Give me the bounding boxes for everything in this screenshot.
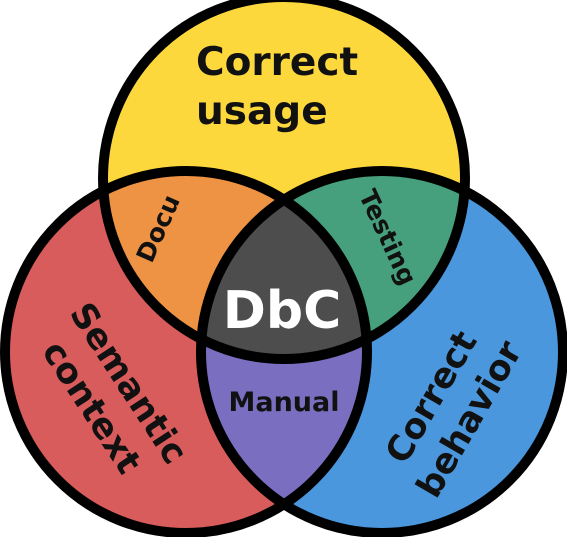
center-label: DbC (223, 281, 342, 341)
overlap-all-region (201, 171, 367, 359)
set-right-outline (196, 166, 567, 537)
overlap-left-right-label: Manual (228, 387, 339, 418)
set-top-label-line1: Correct (196, 40, 358, 85)
set-left-outline (0, 166, 372, 537)
set-top-label-line2: usage (196, 89, 328, 134)
set-top-outline (98, 0, 470, 364)
